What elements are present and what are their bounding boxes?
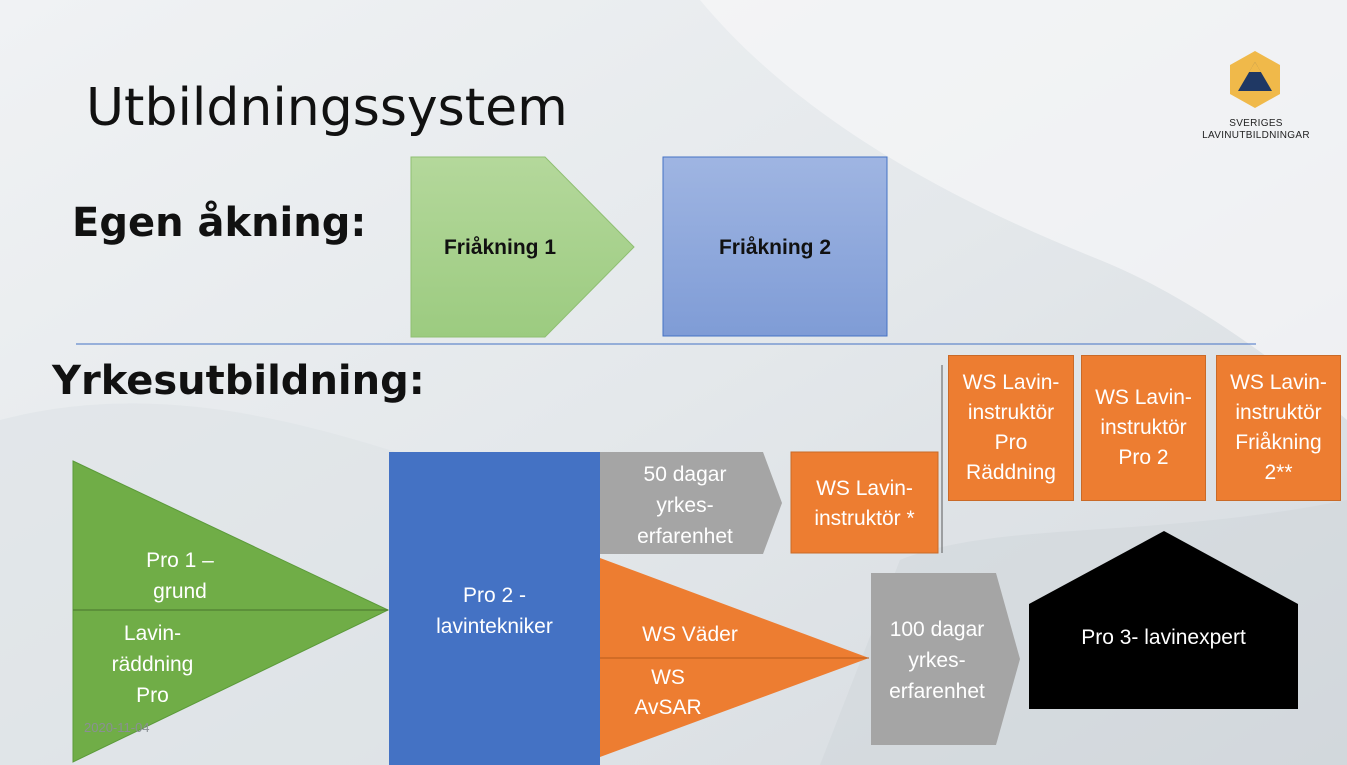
logo-text: SVERIGES LAVINUTBILDNINGAR: [1196, 118, 1316, 142]
logo-hexagon-icon: [1230, 51, 1280, 108]
logo-line2: LAVINUTBILDNINGAR: [1202, 130, 1310, 141]
ws-instruktor-box: [790, 451, 939, 554]
ws-vader-label: WS Väder: [642, 623, 738, 646]
page-title: Utbildningssystem: [86, 78, 568, 138]
lavinraddning-label: Lavin- räddning Pro: [111, 622, 194, 707]
ws-pro2-label: WS Lavin- instruktör Pro 2: [1095, 386, 1192, 469]
section-heading-yrke: Yrkesutbildning:: [52, 358, 425, 404]
erfarenhet50-arrow: [600, 452, 782, 554]
ws-pro2-box: WS Lavin- instruktör Pro 2: [1081, 355, 1206, 501]
erfarenhet100-arrow: [871, 573, 1020, 745]
ws-avsar-label: WS AvSAR: [634, 666, 702, 719]
section-heading-egen: Egen åkning:: [72, 200, 367, 246]
pro1-triangle: [72, 460, 390, 763]
pro3-label: Pro 3- lavinexpert: [1081, 626, 1246, 649]
friakning2-box: [662, 156, 888, 337]
pro3-house: [1029, 531, 1298, 709]
friakning1-label: Friåkning 1: [443, 236, 557, 259]
pro1-label: Pro 1 – grund: [146, 549, 214, 603]
logo-line1: SVERIGES: [1229, 118, 1283, 129]
pro2-label: Pro 2 - lavintekniker: [436, 584, 553, 638]
friakning1-pentagon: [410, 156, 635, 338]
ws-friakning2-box: WS Lavin- instruktör Friåkning 2**: [1216, 355, 1341, 501]
erfarenhet100-label: 100 dagar yrkes- erfarenhet: [889, 618, 985, 703]
ws-friakning2-label: WS Lavin- instruktör Friåkning 2**: [1230, 371, 1327, 484]
ws-pro-raddning-box: WS Lavin- instruktör Pro Räddning: [948, 355, 1074, 501]
slide-date: 2020-11-04: [84, 720, 150, 735]
erfarenhet50-label: 50 dagar yrkes- erfarenhet: [637, 463, 733, 548]
ws-instruktor-label: WS Lavin- instruktör *: [814, 477, 915, 530]
friakning2-label: Friåkning 2: [718, 236, 832, 259]
ws-pro-raddning-label: WS Lavin- instruktör Pro Räddning: [962, 371, 1060, 484]
pro2-box: [389, 452, 600, 765]
